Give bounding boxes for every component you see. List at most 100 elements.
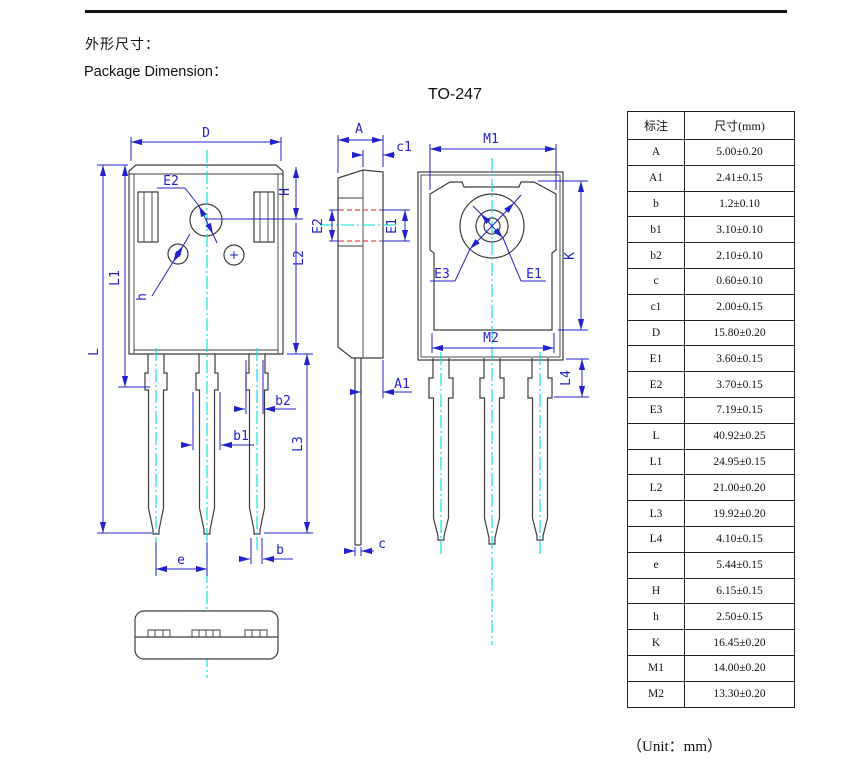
dim-label-cell: K	[627, 629, 685, 656]
dim-label-K: K	[563, 252, 578, 260]
dim-label-cell: E3	[627, 396, 685, 424]
dim-value-cell: 2.10±0.10	[684, 242, 795, 269]
dim-label-cell: b2	[627, 242, 685, 269]
dim-label-cell: H	[627, 577, 685, 605]
unit-note: （Unit：mm）	[627, 739, 723, 755]
dim-label-cell: M2	[627, 680, 685, 708]
dim-label-cell: L2	[627, 474, 685, 502]
dim-label-E3: E3	[434, 267, 450, 282]
lead-1-back	[428, 358, 454, 541]
dim-label-c: c	[378, 537, 386, 552]
header-dimension: 尺寸(mm)	[684, 111, 795, 140]
dim-label-cell: b	[627, 190, 685, 218]
side-view: A c1 E2 E1 A1 c	[311, 122, 412, 556]
dim-value-cell: 40.92±0.25	[684, 422, 795, 450]
dim-label-L4: L4	[559, 370, 574, 386]
dim-label-D: D	[202, 126, 210, 141]
bottom-view	[134, 610, 279, 660]
dim-value-cell: 3.60±0.15	[684, 345, 795, 373]
dim-label-E1-back: E1	[526, 267, 542, 282]
dim-value-cell: 2.41±0.15	[684, 164, 795, 192]
dim-label-L2: L2	[292, 250, 307, 266]
dim-label-cell: c1	[627, 293, 685, 321]
dim-label-E1-side: E1	[385, 218, 400, 234]
dim-label-cell: E1	[627, 345, 685, 373]
front-view: D L L1 H L2 L3 E2	[87, 126, 313, 678]
dim-value-cell: 5.00±0.20	[684, 139, 795, 166]
dim-label-b2: b2	[275, 394, 291, 409]
dim-label-cell: b1	[627, 216, 685, 244]
dim-label-c1: c1	[396, 140, 412, 155]
dim-label-E2: E2	[163, 174, 179, 189]
dim-value-cell: 1.2±0.10	[684, 190, 795, 218]
heading-english: Package Dimension：	[84, 64, 228, 80]
dim-label-E2-side: E2	[311, 218, 326, 234]
heading-chinese: 外形尺寸：	[85, 38, 160, 53]
dim-label-cell: L3	[627, 500, 685, 527]
dim-value-cell: 15.80±0.20	[684, 319, 795, 347]
dim-value-cell: 13.30±0.20	[684, 680, 795, 708]
dim-label-A1: A1	[394, 377, 410, 392]
dim-value-cell: 5.44±0.15	[684, 551, 795, 579]
dim-label-cell: E2	[627, 371, 685, 398]
dim-label-b1: b1	[233, 429, 249, 444]
dim-label-cell: L	[627, 422, 685, 450]
dim-label-cell: L4	[627, 525, 685, 553]
dim-label-cell: A1	[627, 164, 685, 192]
dim-label-e: e	[177, 553, 185, 568]
table-header-row: 标注 尺寸(mm)	[627, 111, 795, 140]
dim-value-cell: 14.00±0.20	[684, 654, 795, 682]
dim-label-h: h	[135, 293, 150, 301]
dim-label-M1: M1	[483, 132, 499, 147]
dim-label-M2: M2	[483, 331, 499, 346]
package-title: TO-247	[428, 86, 482, 103]
dim-value-cell: 6.15±0.15	[684, 577, 795, 605]
dim-label-cell: L1	[627, 448, 685, 476]
dim-value-cell: 21.00±0.20	[684, 474, 795, 502]
dim-value-cell: 2.50±0.15	[684, 603, 795, 631]
dim-value-cell: 16.45±0.20	[684, 629, 795, 656]
lead-3-back	[527, 358, 553, 541]
dim-label-cell: c	[627, 267, 685, 295]
dim-label-L3: L3	[291, 436, 306, 452]
top-rule	[85, 10, 787, 13]
dim-value-cell: 24.95±0.15	[684, 448, 795, 476]
dim-value-cell: 3.70±0.15	[684, 371, 795, 398]
dim-label-cell: e	[627, 551, 685, 579]
dim-value-cell: 7.19±0.15	[684, 396, 795, 424]
dim-label-H: H	[278, 188, 293, 196]
dim-label-cell: M1	[627, 654, 685, 682]
dim-label-A: A	[355, 122, 363, 137]
dim-label-b: b	[276, 543, 284, 558]
header-label: 标注	[627, 111, 685, 140]
back-view: M1 K M2 L4 E3 E1	[417, 132, 589, 645]
dim-value-cell: 19.92±0.20	[684, 500, 795, 527]
dim-value-cell: 3.10±0.10	[684, 216, 795, 244]
dim-value-cell: 4.10±0.15	[684, 525, 795, 553]
dim-label-cell: D	[627, 319, 685, 347]
dim-value-cell: 0.60±0.10	[684, 267, 795, 295]
